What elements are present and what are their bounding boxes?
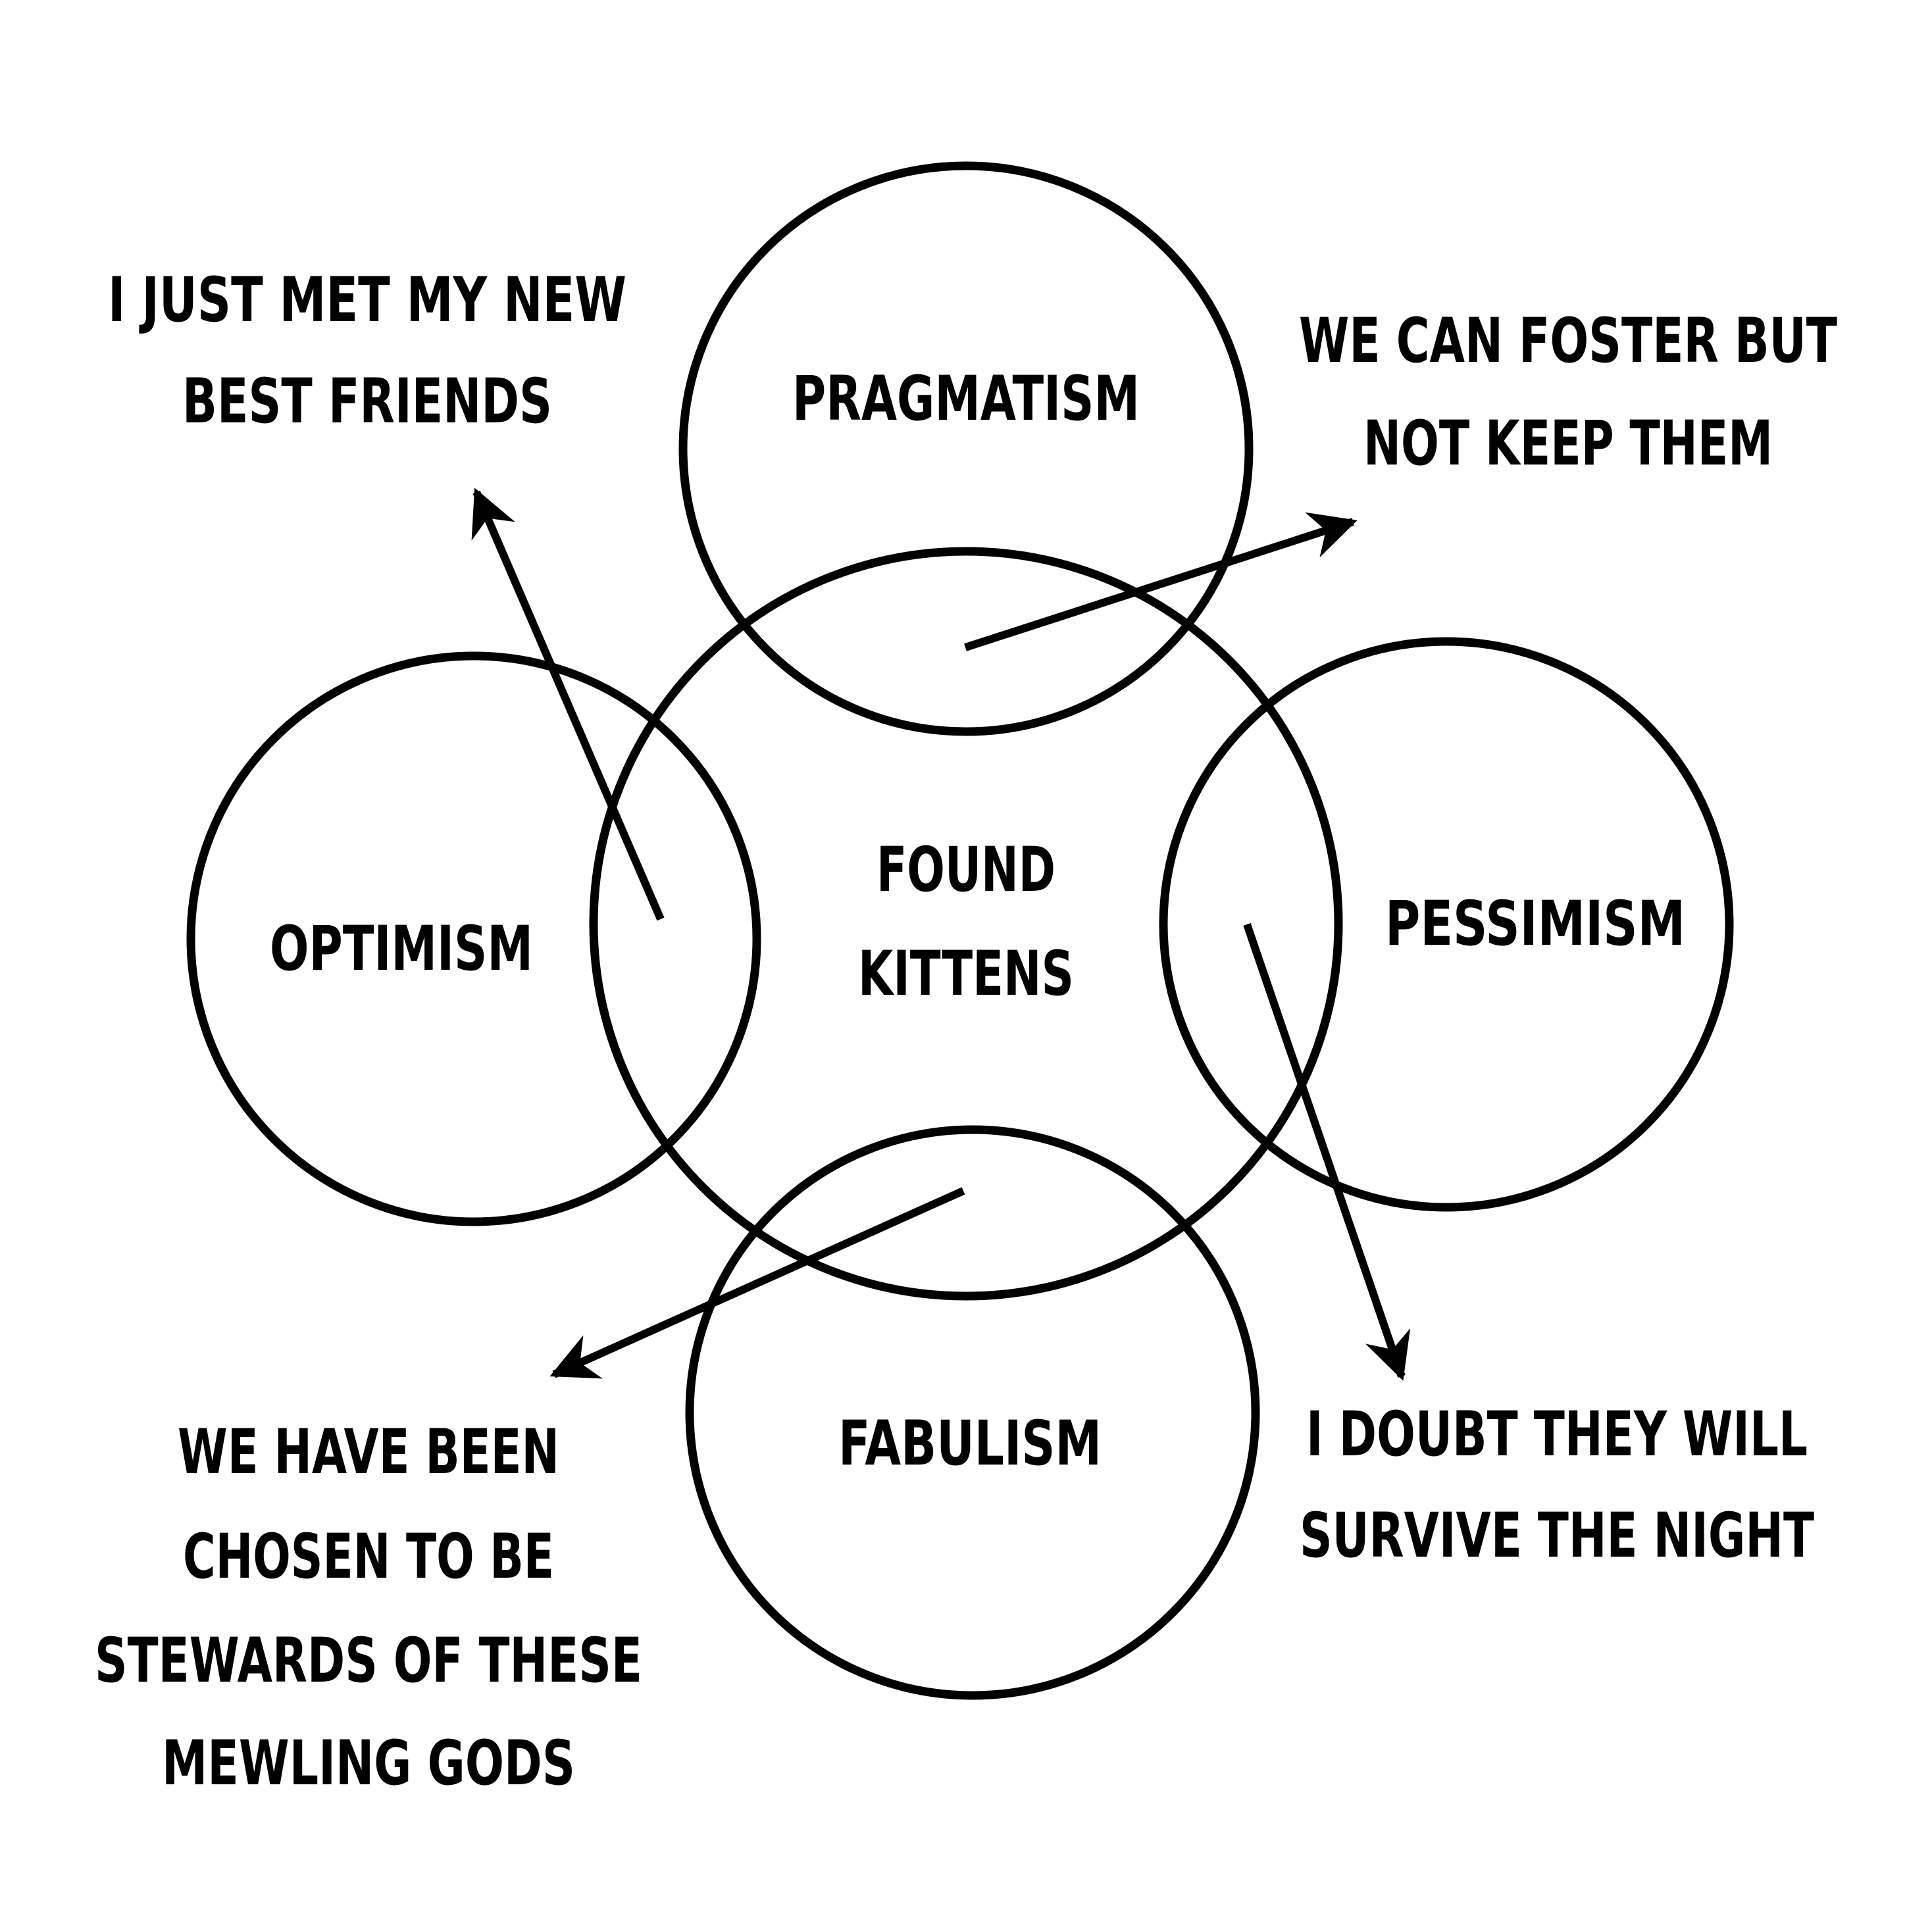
center-label-line-2: KITTENS <box>858 938 1074 1010</box>
arrow-to-bottom-left-callout <box>549 1187 965 1379</box>
fabulism-circle <box>685 1125 1260 1700</box>
pragmatism-circle <box>678 161 1254 736</box>
fabulism-label: FABULISM <box>838 1408 1102 1480</box>
callout-bottom-right: I DOUBT THEY WILL SURVIVE THE NIGHT <box>1300 1399 1814 1572</box>
center-circle <box>589 547 1343 1301</box>
callout-bottom-left-line-1: WE HAVE BEEN <box>178 1417 559 1488</box>
callout-top-right: WE CAN FOSTER BUT NOT KEEP THEM <box>1299 305 1837 480</box>
callout-top-left: I JUST MET MY NEW BEST FRIENDS <box>108 264 626 438</box>
optimism-circle <box>186 651 761 1226</box>
callout-bottom-left: WE HAVE BEEN CHOSEN TO BE STEWARDS OF TH… <box>95 1417 642 1799</box>
circles <box>186 161 1734 1700</box>
callout-top-right-line-1: WE CAN FOSTER BUT <box>1299 305 1837 377</box>
callout-bottom-left-line-2: CHOSEN TO BE <box>183 1521 554 1593</box>
arrow-to-top-left-callout <box>471 488 665 921</box>
pessimism-label: PESSIMISM <box>1385 888 1685 960</box>
callout-top-left-line-2: BEST FRIENDS <box>182 366 552 438</box>
circle-labels: FOUND KITTENS PRAGMATISM OPTIMISM PESSIM… <box>270 363 1685 1480</box>
center-label-line-1: FOUND <box>877 834 1055 906</box>
arrows <box>471 488 1411 1381</box>
optimism-label: OPTIMISM <box>270 913 533 985</box>
callout-bottom-right-line-2: SURVIVE THE NIGHT <box>1300 1500 1814 1572</box>
callout-top-left-line-1: I JUST MET MY NEW <box>108 264 626 336</box>
callout-top-right-line-2: NOT KEEP THEM <box>1363 408 1773 480</box>
arrow-to-top-right-callout <box>964 512 1358 651</box>
pragmatism-label: PRAGMATISM <box>792 363 1140 435</box>
callout-bottom-right-line-1: I DOUBT THEY WILL <box>1306 1399 1808 1470</box>
callout-bottom-left-line-3: STEWARDS OF THESE <box>95 1625 642 1697</box>
pessimism-circle <box>1159 637 1734 1212</box>
callout-bottom-left-line-4: MEWLING GODS <box>162 1728 575 1799</box>
arrow-to-bottom-right-callout <box>1243 923 1411 1381</box>
